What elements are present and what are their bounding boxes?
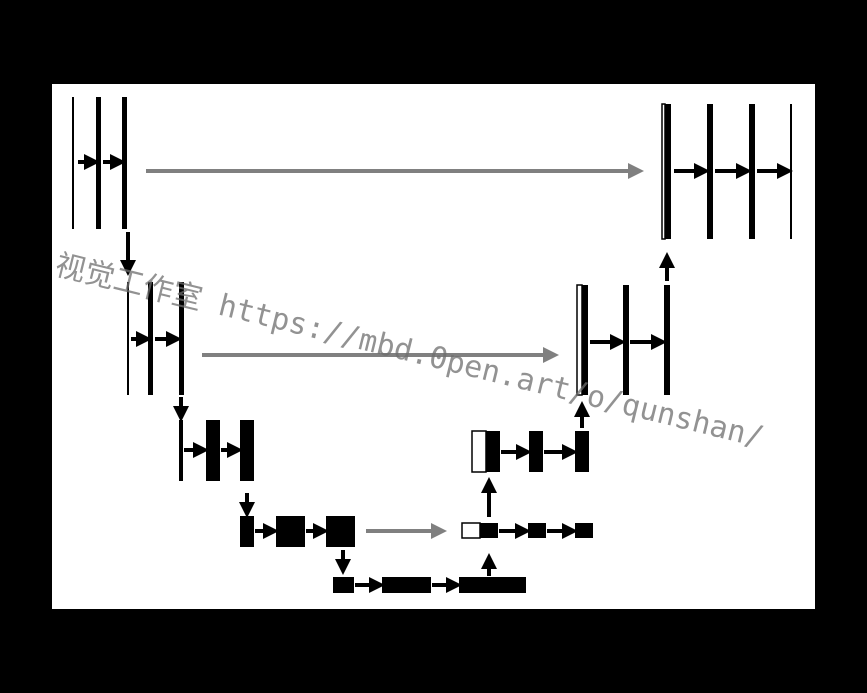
decoder-level-1: [661, 103, 793, 240]
feature-map: [206, 420, 220, 481]
feature-map: [486, 431, 500, 472]
encoder-level-1: [72, 97, 127, 229]
feature-map: [664, 285, 670, 395]
feature-map: [96, 97, 101, 229]
feature-map: [749, 104, 755, 239]
feature-map: [575, 523, 593, 538]
feature-map: [276, 516, 305, 547]
encoder-level-2: [127, 282, 184, 395]
decoder-level-3: [471, 430, 589, 473]
feature-map: [528, 523, 546, 538]
feature-map: [333, 577, 354, 593]
skip-copy-map: [661, 103, 666, 240]
feature-map: [529, 431, 543, 472]
feature-map: [72, 97, 74, 229]
feature-map: [707, 104, 713, 239]
output-map: [790, 104, 792, 239]
skip-copy-map: [461, 522, 481, 539]
feature-map: [665, 104, 671, 239]
decoder-level-4: [461, 522, 593, 539]
feature-map: [575, 431, 589, 472]
encoder-level-3: [179, 420, 254, 481]
feature-map: [480, 523, 498, 538]
feature-map: [240, 420, 254, 481]
feature-map: [179, 420, 183, 481]
feature-map: [623, 285, 629, 395]
feature-map: [459, 577, 526, 593]
feature-map: [582, 285, 588, 395]
bottleneck-level: [333, 577, 526, 593]
feature-map: [326, 516, 355, 547]
decoder-level-2: [576, 284, 670, 396]
skip-copy-map: [471, 430, 487, 473]
feature-map: [127, 282, 129, 395]
feature-map: [240, 516, 254, 547]
encoder-level-4: [240, 516, 355, 547]
feature-map: [122, 97, 127, 229]
feature-map: [382, 577, 431, 593]
